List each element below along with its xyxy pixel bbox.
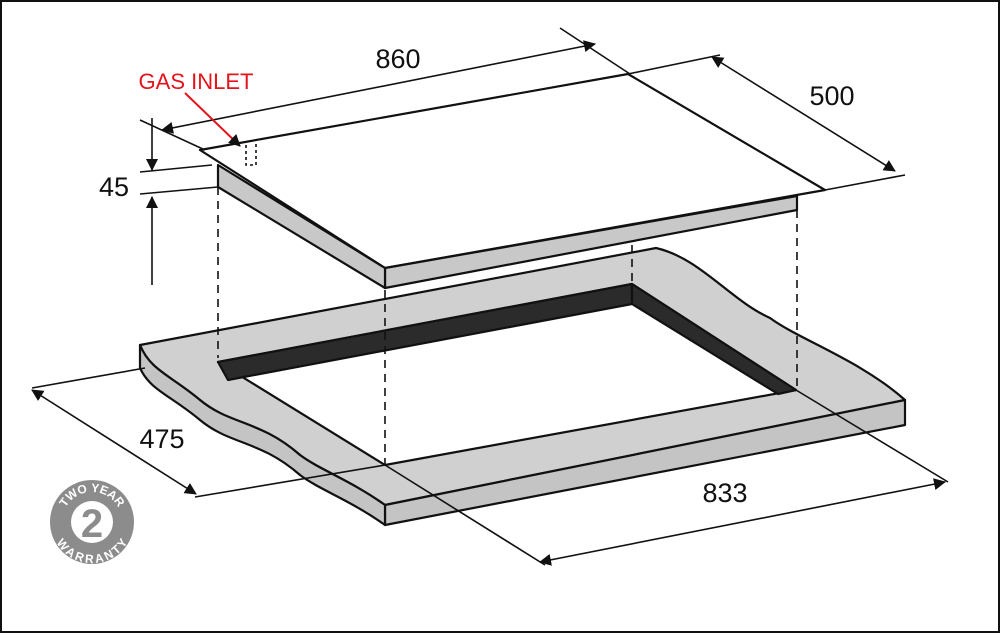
benchtop [138, 246, 907, 527]
gas-inlet-pipe [245, 142, 257, 166]
warranty-badge-inner [71, 501, 113, 543]
dim-475-line [31, 389, 197, 495]
cooktop-side-thickness [216, 163, 387, 290]
dim-depth-label: 500 [809, 81, 854, 111]
benchtop-side-edge [138, 343, 387, 527]
dim-833-extension-right [795, 389, 949, 483]
dim-860-line [161, 40, 596, 134]
warranty-badge: TWO YEAR WARRANTY 2 [50, 480, 134, 566]
dim-500-line [711, 56, 896, 172]
dim-500-extension-top [627, 54, 721, 75]
dim-width-label: 860 [375, 44, 420, 74]
dim-45-extension-bottom [139, 186, 219, 195]
dim-cutout-depth-label: 475 [139, 424, 184, 454]
dim-475-extension-top [31, 367, 146, 389]
warranty-badge-number: 2 [81, 502, 103, 546]
dim-475-extension-bottom [194, 464, 386, 498]
dim-cutout-width-label: 833 [702, 478, 747, 508]
dim-height-label: 45 [99, 172, 129, 202]
dim-860-extension-left [139, 119, 206, 151]
cutout-right-wall [630, 282, 798, 396]
gas-inlet-label: GAS INLET [139, 69, 254, 94]
projection-lines [217, 187, 798, 465]
dim-833-line [539, 478, 946, 566]
dimension-lines [31, 27, 949, 566]
gas-inlet-leader [184, 92, 241, 147]
dim-833-extension-left [384, 464, 546, 566]
dim-500-extension-bottom [824, 174, 906, 191]
